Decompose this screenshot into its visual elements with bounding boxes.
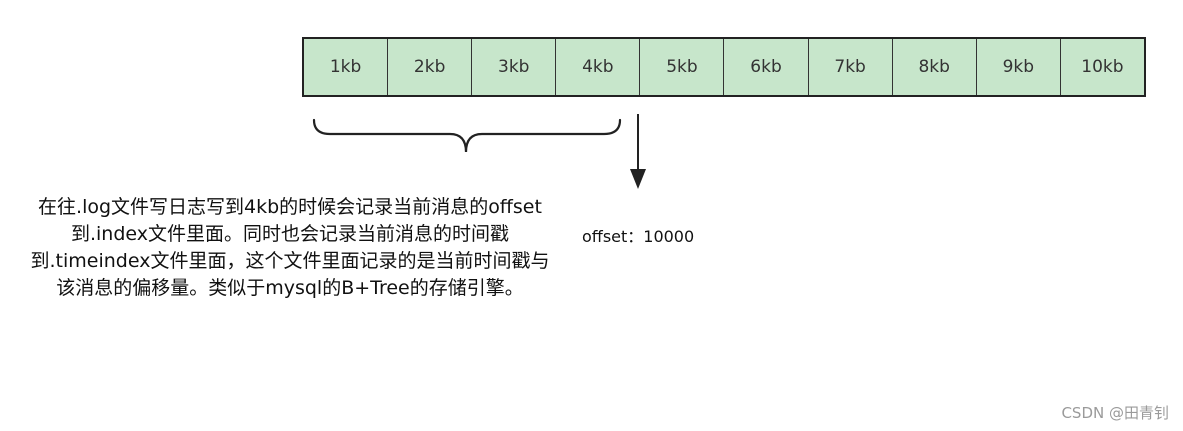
segment-box-3kb: 3kb (472, 39, 557, 95)
description-text: 在往.log文件写日志写到4kb的时候会记录当前消息的offset到.index… (30, 196, 550, 299)
offset-label: offset：10000 (582, 227, 695, 246)
segment-box-9kb: 9kb (977, 39, 1061, 95)
segment-box-2kb: 2kb (388, 39, 473, 95)
segment-box-4kb: 4kb (556, 39, 641, 95)
segment-box-8kb: 8kb (893, 39, 977, 95)
down-arrow-icon (630, 169, 646, 189)
watermark: CSDN @田青钊 (1061, 404, 1169, 422)
curly-brace-icon (312, 118, 622, 153)
segment-box-5kb: 5kb (640, 39, 725, 95)
segment-strip: 1kb 2kb 3kb 4kb 5kb 6kb 7kb 8kb 9kb 10kb (302, 37, 1146, 97)
segment-box-7kb: 7kb (809, 39, 893, 95)
segment-box-1kb: 1kb (304, 39, 389, 95)
segment-box-10kb: 10kb (1081, 57, 1124, 77)
segment-box-6kb: 6kb (724, 39, 809, 95)
